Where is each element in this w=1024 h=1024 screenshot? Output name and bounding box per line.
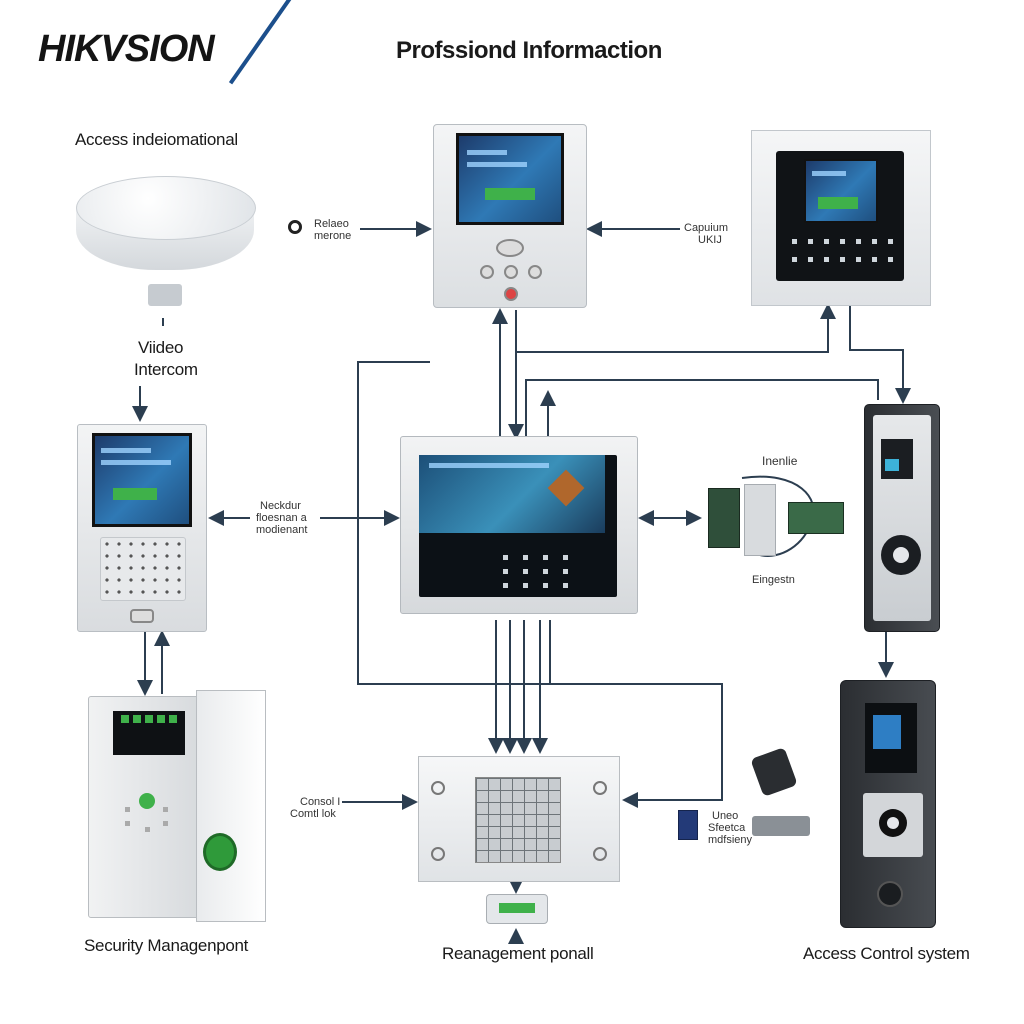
- button-right: [528, 265, 542, 279]
- relay-module-right: [788, 502, 844, 534]
- label-video-line1: Viideo: [138, 338, 184, 357]
- line-mid-right: [525, 379, 879, 438]
- label-uneo: Uneo Sfeetca mdfsieny: [708, 810, 753, 846]
- status-button: [139, 793, 155, 809]
- speaker-grille: [100, 537, 186, 601]
- access-reader-top: [864, 404, 940, 632]
- wall-panel-screen: [804, 159, 878, 223]
- label-eingestn: Eingestn: [752, 574, 795, 586]
- label-consol: Consol I Comtl lok: [290, 796, 341, 820]
- central-monitor: [400, 436, 638, 614]
- button-mid: [504, 265, 518, 279]
- security-management-unit: [88, 696, 202, 918]
- monitor-bezel: [419, 455, 617, 597]
- label-center-left: Neckdur floesnan a modienant: [256, 500, 308, 536]
- monitor-map-icon: [547, 469, 585, 507]
- label-video-line2: Intercom: [134, 360, 198, 379]
- label-access-control: Access Control system: [803, 944, 970, 963]
- line-right-down: [849, 305, 911, 404]
- label-relaeo: Relaeo merone: [314, 218, 352, 242]
- center-button: [496, 239, 524, 257]
- call-button: [130, 609, 154, 623]
- lock-bolt-icon: [752, 816, 810, 836]
- indoor-station-screen: [456, 133, 564, 225]
- wall-control-panel: [751, 130, 931, 306]
- relay-module-center: [744, 484, 776, 556]
- reanagement-control-board: [418, 756, 620, 882]
- video-intercom-unit: [77, 424, 207, 632]
- button-left: [480, 265, 494, 279]
- relay-module-left: [708, 488, 740, 548]
- label-access-indeiomational: Access indeiomational: [75, 130, 238, 149]
- sensor-dot-icon: [288, 220, 302, 234]
- label-capuium: Capuium UKIJ: [684, 222, 729, 246]
- label-reanagement: Reanagement ponall: [442, 944, 594, 963]
- label-inenlie: Inenlie: [762, 454, 798, 468]
- label-security: Security Managenpont: [84, 936, 249, 955]
- button-red: [504, 287, 518, 301]
- board-connector: [486, 894, 548, 924]
- board-terminal-grid: [475, 777, 561, 863]
- security-display: [113, 711, 185, 755]
- security-cabinet-door: [196, 690, 266, 922]
- access-control-terminal: [840, 680, 936, 928]
- brand-logo: HIKVSION: [38, 28, 215, 70]
- keyfob-icon: [678, 810, 698, 840]
- line-left-loop: [357, 361, 560, 685]
- video-intercom-screen: [92, 433, 192, 527]
- monitor-screen: [419, 455, 605, 533]
- line-loop-right: [516, 303, 836, 353]
- round-sensor-device: [76, 176, 256, 306]
- wall-panel-frame: [776, 151, 904, 281]
- line-right-board: [549, 620, 723, 808]
- indoor-station-panel: [433, 124, 587, 308]
- terminal-screen: [865, 703, 917, 773]
- page-title: Profssiond Informaction: [396, 37, 662, 64]
